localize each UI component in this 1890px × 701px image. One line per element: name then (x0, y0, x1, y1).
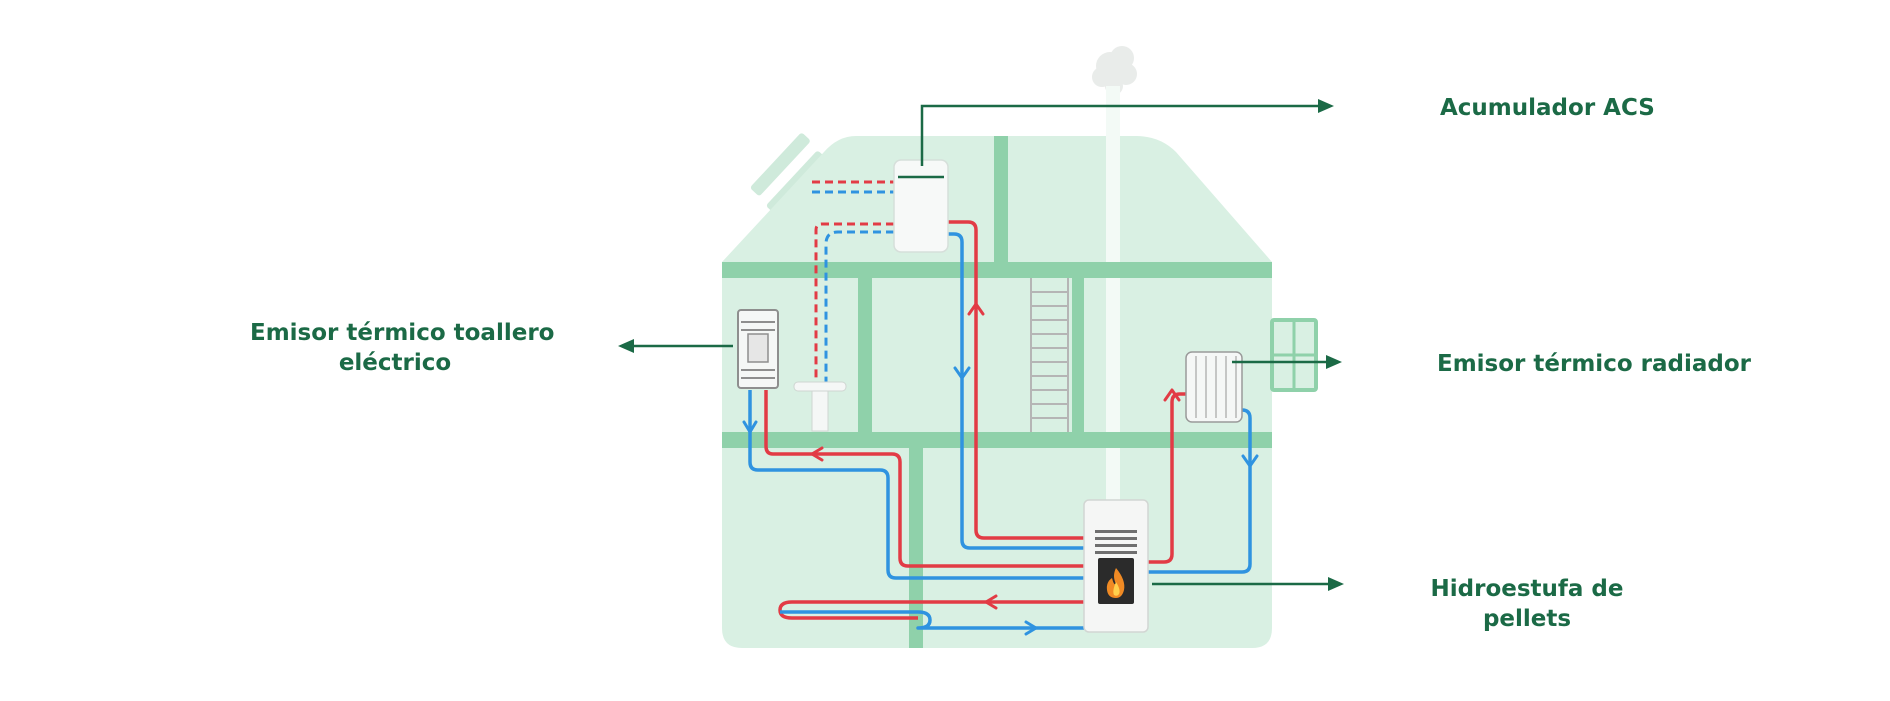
label-acumulador-acs: Acumulador ACS (1440, 95, 1655, 121)
staircase (1030, 278, 1069, 432)
radiator-icon (1185, 351, 1243, 423)
window-icon (1270, 318, 1318, 392)
label-emisor-toallero: Emisor térmico toallero eléctrico (250, 318, 555, 378)
label-emisor-radiador: Emisor térmico radiador (1437, 351, 1751, 377)
house-structure (722, 136, 1272, 648)
pellet-stove-icon (1083, 499, 1149, 633)
callout-arrows (630, 104, 1330, 586)
towel-radiator-icon (737, 309, 779, 389)
label-hidroestufa-line1: Hidroestufa de (1430, 576, 1624, 602)
flow-arrows (742, 302, 1259, 636)
label-hidroestufa: Hidroestufa de pellets (1417, 574, 1637, 634)
cold-water-pipes (748, 232, 1252, 630)
label-emisor-toallero-line1: Emisor térmico toallero (250, 320, 555, 346)
sink-icon (793, 381, 847, 432)
chimney-flue (1106, 86, 1120, 516)
label-hidroestufa-line2: pellets (1482, 606, 1572, 632)
acs-accumulator-tank (893, 159, 949, 253)
arrowhead-icons (618, 99, 1344, 591)
label-emisor-toallero-line2: eléctrico (338, 350, 452, 376)
acumulador-pointer (920, 104, 1320, 166)
sanitary-water-lines (812, 180, 894, 382)
